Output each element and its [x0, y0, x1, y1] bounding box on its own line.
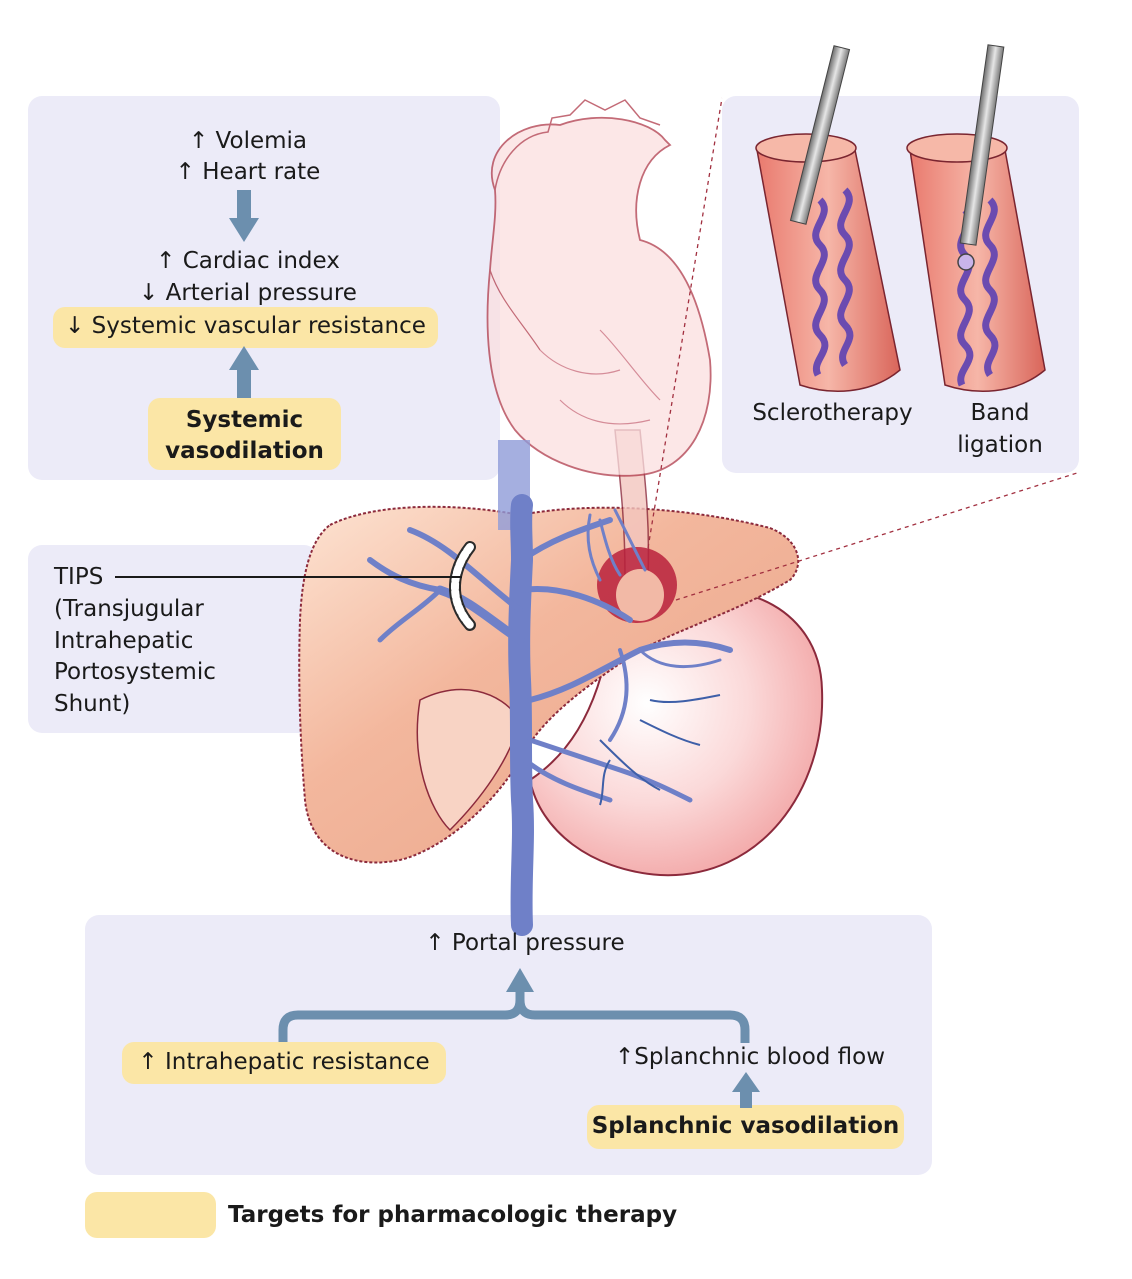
tips-line2: (Transjugular	[54, 596, 204, 622]
portal-pressure-label: ↑ Portal pressure	[425, 930, 625, 956]
band-ligation-vessel	[906, 44, 1046, 392]
tips-line3: Intrahepatic	[54, 628, 194, 654]
sclerotherapy-vessel	[755, 45, 901, 392]
ligation-label: ligation	[957, 432, 1043, 458]
gallbladder-lobe	[416, 688, 521, 832]
svr-highlight	[53, 307, 438, 348]
cardiac-index-label: ↑ Cardiac index	[156, 248, 340, 274]
tips-label: TIPS	[54, 564, 104, 590]
splanchnic-flow-label: ↑Splanchnic blood flow	[614, 1044, 886, 1070]
legend-label: Targets for pharmacologic therapy	[228, 1202, 678, 1228]
band-label: Band	[970, 400, 1030, 426]
tips-line4: Portosystemic	[54, 659, 216, 685]
tips-line5: Shunt)	[54, 691, 131, 717]
arrow-heart-to-cardiac	[229, 190, 259, 242]
portal-bracket	[278, 990, 750, 1043]
systemic-vasodilation-highlight	[148, 398, 341, 470]
intrahepatic-highlight	[122, 1042, 446, 1084]
portal-bracket-arrowhead	[506, 968, 534, 992]
systemic-vasodilation-line1: Systemic	[185, 407, 304, 433]
volemia-label: ↑ Volemia	[188, 128, 308, 154]
arrow-vasodilation-to-svr	[229, 346, 259, 398]
legend-swatch	[85, 1192, 216, 1238]
portal-vein-tree	[367, 494, 733, 936]
stomach	[528, 588, 824, 877]
splanchnic-vasodilation-highlight	[587, 1105, 904, 1149]
sclerotherapy-label: Sclerotherapy	[752, 400, 913, 426]
tips-stent	[449, 541, 476, 631]
svr-label: ↓ Systemic vascular resistance	[65, 313, 426, 339]
arrow-splanchnic-up	[732, 1072, 760, 1108]
intrahepatic-resistance-label: ↑ Intrahepatic resistance	[138, 1049, 430, 1075]
heart-rate-label: ↑ Heart rate	[175, 159, 321, 185]
collateral-veins	[599, 694, 721, 806]
arterial-pressure-label: ↓ Arterial pressure	[139, 280, 357, 306]
systemic-vasodilation-line2: vasodilation	[165, 438, 324, 464]
splanchnic-vasodilation-label: Splanchnic vasodilation	[591, 1113, 900, 1139]
heart	[486, 99, 712, 477]
